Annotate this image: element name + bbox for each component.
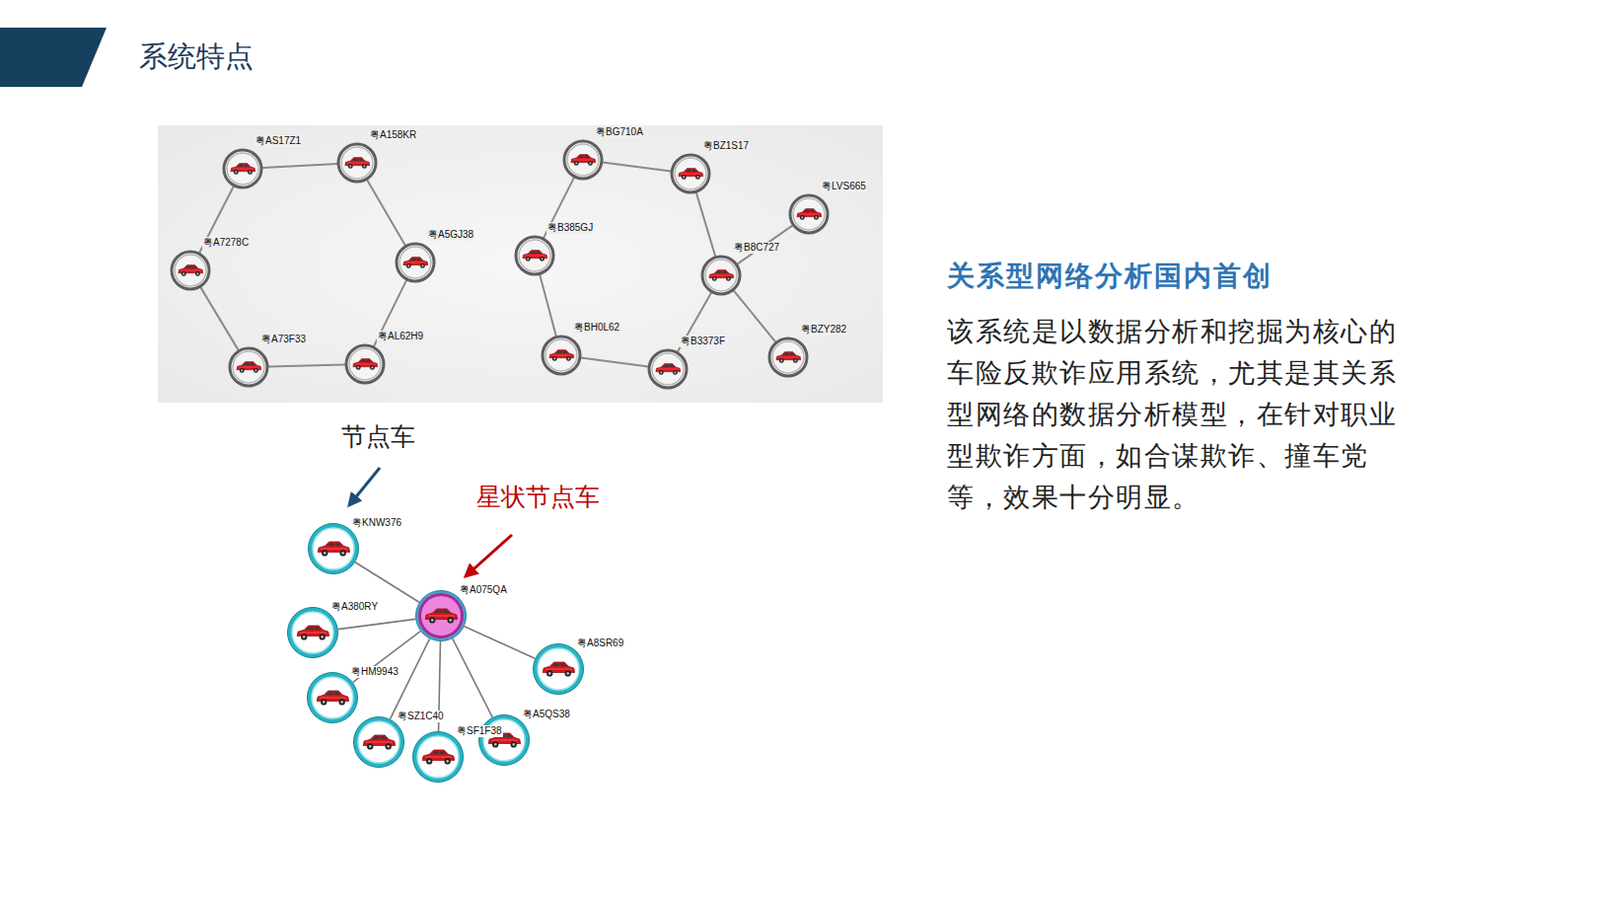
- car-node: 粤BZY282: [768, 337, 808, 377]
- car-node: 粤KNW376: [307, 522, 360, 575]
- relation-line: [355, 562, 420, 602]
- plate-label: 粤BG710A: [594, 126, 645, 139]
- plate-label: 粤B8C727: [732, 241, 781, 254]
- car-node: 粤HM9943: [306, 671, 359, 724]
- plate-label: 粤A5QS38: [521, 708, 572, 721]
- car-circle: [415, 589, 467, 642]
- car-node: 粤BG710A: [563, 140, 603, 180]
- relation-line: [602, 162, 671, 172]
- relation-line: [366, 179, 406, 245]
- body-paragraph: 该系统是以数据分析和挖掘为核心的车险反欺诈应用系统，尤其是其关系型网络的数据分析…: [946, 310, 1411, 518]
- plate-label: 粤HM9943: [350, 665, 400, 678]
- relation-line: [389, 638, 430, 719]
- plate-label: 粤AS17Z1: [254, 135, 302, 147]
- car-circle: [306, 671, 359, 724]
- car-node: 粤A075QA: [415, 589, 467, 642]
- car-node: 粤AS17Z1: [222, 148, 263, 189]
- graph-panel: [157, 125, 883, 403]
- relation-line: [733, 290, 777, 342]
- slide-title: 系统特点: [139, 37, 254, 75]
- car-circle: [337, 143, 377, 183]
- car-circle: [395, 242, 436, 283]
- relation-line: [338, 618, 416, 629]
- car-node: 粤SF1F38: [412, 730, 464, 783]
- callout-label: 节点车: [341, 420, 416, 452]
- car-node: 粤AL62H9: [345, 344, 385, 384]
- callout-arrow: [465, 534, 512, 577]
- relation-line: [268, 364, 346, 367]
- car-node: 粤A5GJ38: [395, 242, 436, 283]
- plate-label: 粤A7278C: [202, 236, 250, 249]
- relation-line: [262, 163, 338, 168]
- car-circle: [170, 250, 211, 291]
- plate-label: 粤A380RY: [330, 600, 379, 613]
- plate-label: 粤A075QA: [458, 583, 509, 596]
- car-circle: [648, 349, 688, 389]
- plate-label: 粤LVS665: [820, 180, 868, 193]
- relation-line: [696, 192, 716, 257]
- car-circle: [670, 153, 711, 194]
- car-node: 粤B8C727: [701, 255, 741, 295]
- car-node: 粤B3373F: [648, 349, 688, 389]
- car-node: 粤A158KR: [337, 143, 377, 183]
- callout-label: 星状节点车: [476, 480, 600, 512]
- car-circle: [345, 344, 385, 384]
- car-node: 粤SZ1C40: [353, 716, 405, 768]
- car-node: 粤A73F33: [228, 347, 269, 387]
- car-circle: [222, 148, 263, 189]
- relation-line: [200, 287, 238, 351]
- plate-label: 粤A158KR: [368, 129, 418, 142]
- plate-label: 粤A5GJ38: [427, 228, 475, 241]
- relation-line: [581, 358, 649, 367]
- section-heading: 关系型网络分析国内首创: [946, 258, 1273, 294]
- header-bar: [0, 27, 107, 87]
- plate-label: 粤A8SR69: [576, 637, 625, 650]
- car-circle: [514, 235, 555, 276]
- car-node: 粤LVS665: [789, 194, 829, 234]
- plate-label: 粤AL62H9: [376, 330, 425, 343]
- car-node: 粤A5QS38: [478, 714, 530, 766]
- car-circle: [532, 643, 584, 695]
- plate-label: 粤B3373F: [679, 335, 727, 348]
- car-circle: [412, 730, 464, 783]
- plate-label: 粤B385GJ: [546, 221, 594, 234]
- relation-line: [539, 274, 557, 336]
- plate-label: 粤BZY282: [800, 323, 848, 336]
- car-node: 粤B385GJ: [514, 235, 555, 276]
- plate-label: 粤BH0L62: [573, 321, 621, 334]
- car-circle: [228, 347, 269, 387]
- plate-label: 粤BZ1S17: [702, 140, 750, 152]
- car-node: 粤A7278C: [170, 250, 211, 291]
- car-node: 粤BH0L62: [541, 335, 582, 375]
- car-circle: [789, 194, 829, 234]
- plate-label: 粤SZ1C40: [396, 710, 445, 723]
- car-circle: [287, 606, 339, 658]
- callout-arrow: [349, 467, 380, 506]
- car-circle: [541, 335, 582, 375]
- car-circle: [768, 337, 808, 377]
- car-node: 粤BZ1S17: [670, 153, 711, 194]
- car-node: 粤A8SR69: [532, 643, 584, 695]
- relation-line: [464, 626, 536, 659]
- car-circle: [701, 255, 741, 295]
- relation-line: [452, 638, 493, 718]
- car-circle: [563, 140, 603, 180]
- plate-label: 粤SF1F38: [455, 725, 504, 737]
- plate-label: 粤KNW376: [351, 516, 403, 529]
- car-circle: [353, 716, 405, 768]
- car-circle: [478, 714, 530, 766]
- car-node: 粤A380RY: [287, 606, 339, 658]
- car-circle: [307, 522, 360, 575]
- plate-label: 粤A73F33: [260, 333, 307, 346]
